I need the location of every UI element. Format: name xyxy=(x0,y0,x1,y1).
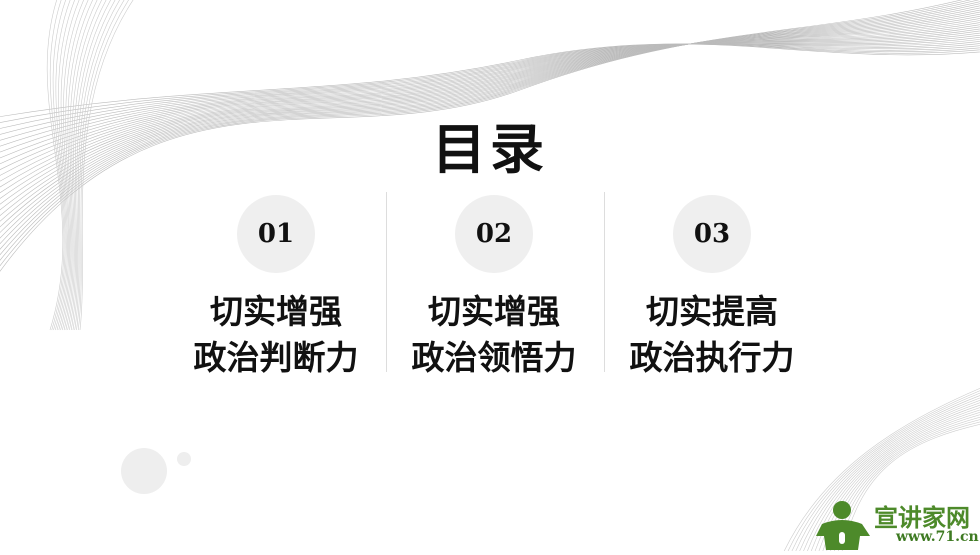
wave-line xyxy=(79,0,134,331)
number-badge: 02 xyxy=(455,195,533,273)
wave-line xyxy=(795,395,980,551)
wave-line xyxy=(65,0,98,331)
wave-line xyxy=(0,34,980,165)
number-badge: 03 xyxy=(673,195,751,273)
wave-line xyxy=(70,0,112,331)
wave-line xyxy=(72,0,116,331)
item-label-line1: 切实提高 xyxy=(646,292,778,331)
wave-line xyxy=(62,0,89,331)
wave-line xyxy=(0,28,980,182)
divider xyxy=(604,192,605,372)
wave-line xyxy=(56,0,76,331)
item-label-line2: 政治判断力 xyxy=(193,338,359,377)
toc-item-2[interactable]: 02 切实增强政治领悟力 xyxy=(385,195,603,381)
wave-line xyxy=(0,7,980,239)
wave-line xyxy=(0,41,980,147)
watermark-name: 宣讲家网 xyxy=(874,503,970,532)
wave-line xyxy=(46,0,64,331)
wave-line xyxy=(0,39,980,153)
wave-line xyxy=(63,0,94,331)
wave-line xyxy=(0,15,980,217)
wave-line xyxy=(0,3,980,250)
divider xyxy=(386,192,387,372)
item-label-line1: 切实增强 xyxy=(210,292,342,331)
wave-line xyxy=(69,0,107,331)
wave-line xyxy=(0,0,971,267)
wave-line xyxy=(74,0,121,331)
wave-line xyxy=(803,400,980,551)
wave-line xyxy=(787,390,980,551)
item-label-line2: 政治领悟力 xyxy=(411,338,577,377)
item-label-line1: 切实增强 xyxy=(428,292,560,331)
wave-line xyxy=(0,22,980,199)
item-label-line2: 政治执行力 xyxy=(629,338,795,377)
wave-line xyxy=(783,387,980,551)
wave-line xyxy=(0,30,980,176)
wave-line xyxy=(0,9,980,234)
wave-line xyxy=(0,43,980,129)
speaker-icon xyxy=(816,501,870,550)
wave-line xyxy=(0,11,980,228)
toc-item-1[interactable]: 01 切实增强政治判断力 xyxy=(167,195,385,381)
toc-item-3[interactable]: 03 切实提高政治执行力 xyxy=(603,195,821,381)
wave-line xyxy=(67,0,103,331)
wave-line xyxy=(58,0,80,331)
wave-line xyxy=(0,20,980,205)
wave-line xyxy=(0,5,980,245)
wave-line xyxy=(76,0,125,331)
decorative-circle xyxy=(121,448,167,494)
page-title: 目录 xyxy=(432,117,548,181)
wave-line xyxy=(77,0,130,331)
wave-line xyxy=(0,36,980,159)
wave-line xyxy=(52,0,67,331)
wave-line xyxy=(0,0,980,261)
watermark-url: www.71.cn xyxy=(896,529,979,545)
wave-line xyxy=(799,397,980,551)
wave-line xyxy=(55,0,71,331)
wave-line xyxy=(0,32,980,171)
wave-line xyxy=(49,0,65,331)
watermark-logo: 宣讲家网 www.71.cn xyxy=(812,496,980,551)
wave-line xyxy=(0,24,980,194)
number-badge: 01 xyxy=(237,195,315,273)
wave-line xyxy=(0,43,980,135)
decorative-circle xyxy=(177,452,191,466)
wave-line xyxy=(0,43,980,117)
wave-line xyxy=(0,13,980,222)
wave-line xyxy=(60,0,85,331)
wave-line xyxy=(807,402,980,551)
wave-line xyxy=(791,392,980,551)
wave-line xyxy=(0,0,963,272)
wave-line xyxy=(0,43,980,123)
wave-line xyxy=(0,18,980,211)
wave-line xyxy=(0,43,980,141)
wave-line xyxy=(0,26,980,188)
wave-line xyxy=(0,1,980,256)
